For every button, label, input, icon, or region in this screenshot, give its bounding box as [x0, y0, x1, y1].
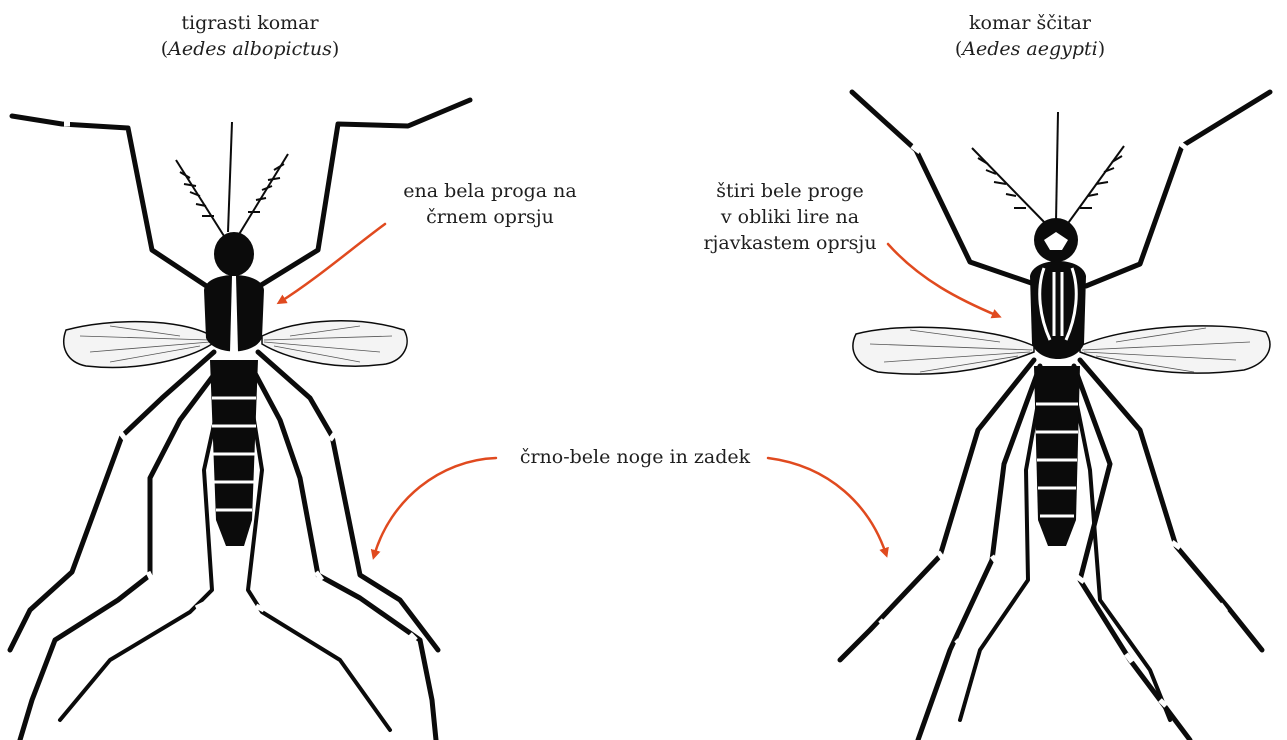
albopictus-antennae: [176, 122, 288, 236]
aegypti-antennae: [972, 112, 1124, 226]
albopictus-illustration: [10, 100, 470, 740]
aegypti-legs-arrow: [768, 458, 886, 554]
aegypti-illustration: [840, 92, 1270, 740]
annotation-arrows: [280, 224, 998, 556]
aegypti-abdomen: [1034, 366, 1080, 546]
aegypti-thorax-arrow: [888, 244, 998, 316]
aegypti-thorax: [1030, 261, 1086, 359]
albopictus-legs-arrow: [374, 458, 496, 556]
aegypti-body: [1030, 218, 1086, 546]
albopictus-head: [214, 232, 254, 276]
albopictus-body: [204, 232, 264, 546]
